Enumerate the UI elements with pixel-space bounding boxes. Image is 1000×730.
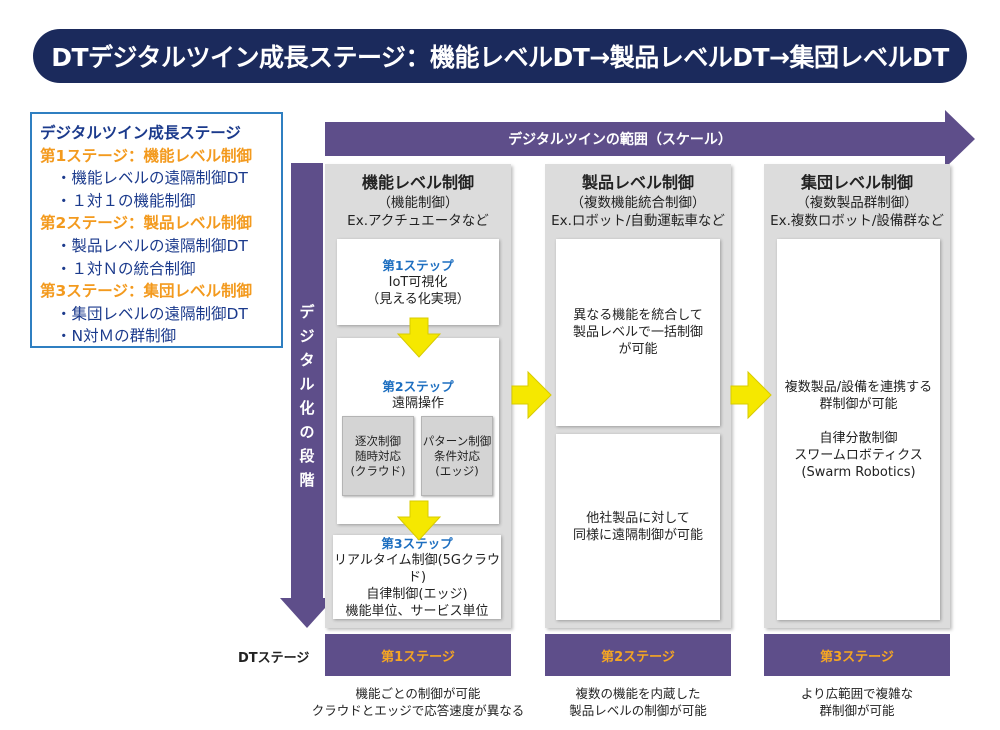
sequential-control-box: 逐次制御 随時対応 (クラウド) xyxy=(342,416,414,496)
legend-heading: デジタルツイン成長ステージ xyxy=(40,124,241,142)
right-arrow-icon xyxy=(511,370,552,420)
right-arrow-icon xyxy=(730,370,772,420)
pattern-control-box: パターン制御 条件対応 (エッジ) xyxy=(421,416,493,496)
stage-bar-1: 第1ステージ xyxy=(325,634,511,676)
legend-stage1: 第1ステージ：機能レベル制御 xyxy=(40,146,252,165)
column-header: 集団レベル制御 （複数製品群制御） Ex.複数ロボット/設備群など xyxy=(770,173,944,229)
footer-note: より広範囲で複雑な 群制御が可能 xyxy=(800,686,914,718)
legend-item: ・集団レベルの遠隔制御DT xyxy=(56,304,248,323)
step1-box: 第1ステップ IoT可視化 （見える化実現） xyxy=(337,239,499,325)
legend-item: ・機能レベルの遠隔制御DT xyxy=(56,169,248,188)
product-remote-box: 他社製品に対して 同様に遠隔制御が可能 xyxy=(556,434,720,620)
legend-stage2: 第2ステージ：製品レベル制御 xyxy=(40,214,252,233)
down-arrow-icon xyxy=(396,500,442,541)
page-title: DTデジタルツイン成長ステージ：機能レベルDT→製品レベルDT→集団レベルDT xyxy=(33,29,967,83)
dt-stage-label: DTステージ xyxy=(238,651,310,666)
scope-arrow-label: デジタルツインの範囲（スケール） xyxy=(508,132,732,148)
column-header: 機能レベル制御 （機能制御） Ex.アクチュエータなど xyxy=(347,173,489,229)
legend-item: ・N対Ｍの群制御 xyxy=(56,327,177,346)
legend-item: ・１対１の機能制御 xyxy=(56,191,196,210)
legend-item: ・１対Ｎの統合制御 xyxy=(56,259,196,278)
footer-note: 機能ごとの制御が可能 クラウドとエッジで応答速度が異なる xyxy=(311,686,525,718)
legend-item: ・製品レベルの遠隔制御DT xyxy=(56,236,248,255)
stage-bar-2: 第2ステージ xyxy=(545,634,731,676)
group-control-box: 複数製品/設備を連携する 群制御が可能 自律分散制御 スワームロボティクス (S… xyxy=(777,239,940,620)
stage-bar-3: 第3ステージ xyxy=(764,634,950,676)
down-arrow-icon xyxy=(396,317,442,358)
scope-arrow xyxy=(325,110,975,168)
product-integration-box: 異なる機能を統合して 製品レベルで一括制御 が可能 xyxy=(556,239,720,426)
vertical-arrow xyxy=(280,163,334,628)
legend-stage3: 第3ステージ：集団レベル制御 xyxy=(40,282,252,301)
column-header: 製品レベル制御 （複数機能統合制御） Ex.ロボット/自動運転車など xyxy=(551,173,725,229)
footer-note: 複数の機能を内蔵した 製品レベルの制御が可能 xyxy=(569,686,707,718)
vertical-arrow-label: デ ジ タ ル 化 の 段 階 xyxy=(299,303,315,489)
legend-box: デジタルツイン成長ステージ 第1ステージ：機能レベル制御 ・機能レベルの遠隔制御… xyxy=(30,112,283,348)
step3-box: 第3ステップ リアルタイム制御(5Gクラウド) 自律制御(エッジ) 機能単位、サ… xyxy=(333,535,501,619)
